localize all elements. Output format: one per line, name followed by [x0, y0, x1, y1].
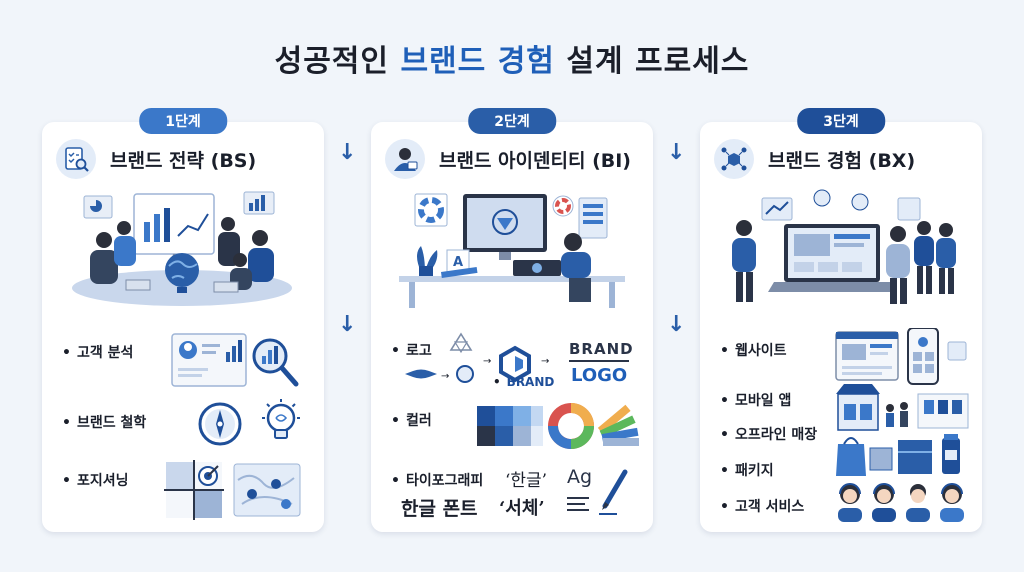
experience-network-icon	[714, 139, 754, 179]
stage-header-1: 브랜드 전략 (BS)	[56, 136, 314, 182]
title-highlight: 브랜드 경험	[400, 44, 555, 79]
stage2-logo-brand-word: BRAND	[569, 340, 634, 358]
stage-header-2: 브랜드 아이덴티티 (BI)	[385, 136, 643, 182]
customer-service-agents-icon	[838, 483, 964, 522]
stage1-item-1: 고객 분석	[62, 342, 133, 362]
svg-text:→: →	[541, 356, 549, 367]
compass-icon	[198, 402, 242, 446]
pen-icon	[599, 469, 628, 515]
stage2-logo-brand-small: BRAND	[493, 375, 555, 389]
title-part2: 설계 프로세스	[566, 44, 750, 79]
flow-arrow-1b: ↓	[338, 312, 357, 337]
stage-badge-2: 2단계	[468, 108, 556, 134]
svg-text:→: →	[441, 371, 449, 382]
text-lines-icon	[567, 497, 589, 511]
svg-text:A: A	[453, 255, 463, 270]
stage1-item-3: 포지셔닝	[62, 470, 129, 490]
map-pins-icon	[233, 463, 301, 517]
strategy-meeting-illustration	[72, 191, 292, 306]
customer-profile-icon	[171, 333, 299, 387]
offline-store-icon	[836, 384, 969, 431]
stage-card-1: 1단계 브랜드 전략 (BS)	[42, 108, 324, 532]
typo-sample-quoted: ‘한글’	[505, 471, 548, 491]
stage-title-1: 브랜드 전략 (BS)	[110, 149, 257, 172]
customer-experience-illustration	[732, 189, 956, 304]
flow-arrow-2a: ↓	[667, 140, 686, 165]
stage2-item-2: 컬러	[391, 410, 432, 430]
stage1-item-2: 브랜드 철학	[62, 412, 146, 432]
typo-sample-latin: Ag	[567, 466, 593, 488]
stage-title-2: 브랜드 아이덴티티 (BI)	[439, 149, 631, 172]
stage3-item-3: 오프라인 매장	[720, 424, 817, 444]
stage2-item-1: 로고	[391, 340, 432, 360]
website-mobile-icon	[835, 328, 967, 385]
stage-header-3: 브랜드 경험 (BX)	[714, 136, 972, 182]
page-title: 성공적인 브랜드 경험 설계 프로세스	[0, 36, 1024, 80]
stage-card-3: 3단계 브랜드 경험 (BX)	[700, 108, 982, 532]
lightbulb-icon	[262, 399, 300, 439]
positioning-matrix-icon	[164, 460, 224, 520]
designer-avatar-icon	[385, 139, 425, 179]
designer-workstation-illustration: A	[399, 193, 625, 308]
strategy-checklist-icon	[56, 139, 96, 179]
typo-font-label: 한글 폰트	[401, 498, 478, 520]
flow-arrow-1a: ↓	[338, 140, 357, 165]
brand-divider	[569, 360, 629, 362]
stage3-item-5: 고객 서비스	[720, 496, 804, 516]
stage3-item-4: 패키지	[720, 460, 774, 480]
svg-text:→: →	[483, 356, 491, 367]
stage-badge-1: 1단계	[139, 108, 227, 134]
logo-evolution-icon: → → →	[405, 332, 549, 383]
stage2-item-3: 타이포그래피	[391, 470, 483, 490]
title-part1: 성공적인	[274, 44, 389, 79]
color-palette-icon	[477, 403, 639, 449]
stage3-item-2: 모바일 앱	[720, 390, 791, 410]
flow-arrow-2b: ↓	[667, 312, 686, 337]
stage-title-3: 브랜드 경험 (BX)	[768, 149, 916, 172]
stage-card-2: 2단계 브랜드 아이덴티티 (BI)	[371, 108, 653, 532]
package-boxes-icon	[836, 434, 960, 476]
stage-badge-3: 3단계	[797, 108, 885, 134]
stage2-logo-logo-word: LOGO	[571, 365, 628, 386]
stage3-item-1: 웹사이트	[720, 340, 787, 360]
typo-style-label: ‘서체’	[499, 498, 545, 519]
